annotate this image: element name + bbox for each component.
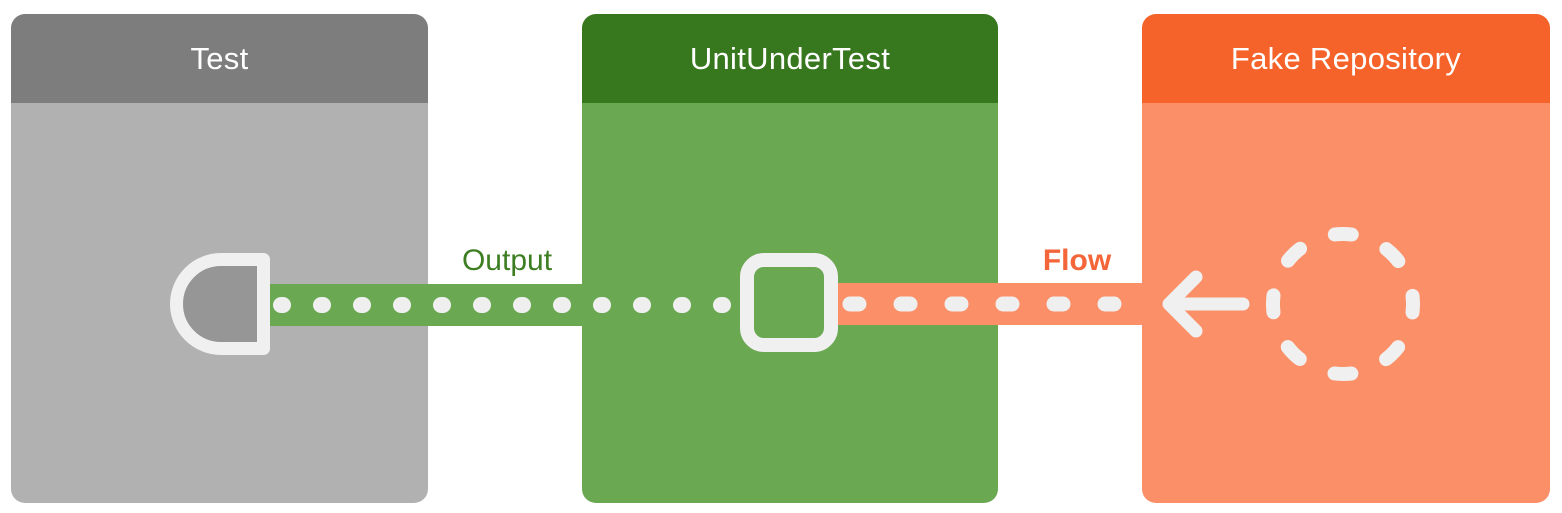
box-fake-repository-body xyxy=(1142,103,1550,503)
flow-label: Flow xyxy=(1042,244,1112,277)
box-test: Test xyxy=(11,14,428,503)
box-fake-repository-header: Fake Repository xyxy=(1142,14,1550,103)
box-test-title: Test xyxy=(190,40,249,76)
output-label: Output xyxy=(461,244,553,277)
box-test-header: Test xyxy=(11,14,428,103)
box-unit-under-test: UnitUnderTest xyxy=(582,14,998,503)
box-fake-repository-title: Fake Repository xyxy=(1230,40,1462,76)
box-test-body xyxy=(11,103,428,503)
box-fake-repository: Fake Repository xyxy=(1142,14,1550,503)
box-unit-under-test-body xyxy=(582,103,998,503)
box-unit-under-test-title: UnitUnderTest xyxy=(689,40,891,76)
box-unit-under-test-header: UnitUnderTest xyxy=(582,14,998,103)
